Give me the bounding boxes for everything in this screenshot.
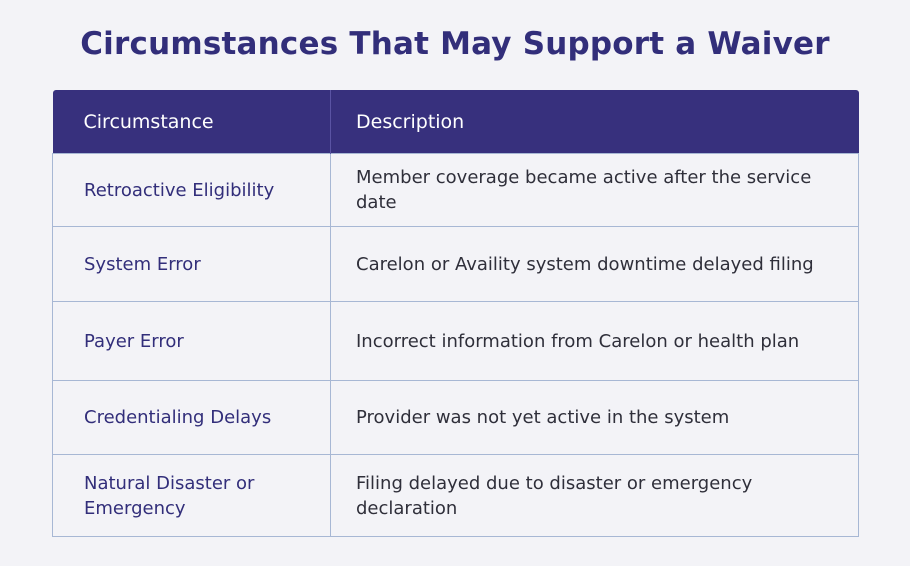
waiver-table-container: Circumstance Description Retroactive Eli…	[52, 90, 859, 537]
table-body: Retroactive Eligibility Member coverage …	[52, 153, 859, 537]
description-cell: Provider was not yet active in the syste…	[330, 380, 859, 455]
description-cell: Filing delayed due to disaster or emerge…	[330, 454, 859, 537]
table-row: Payer Error Incorrect information from C…	[52, 301, 859, 381]
circumstance-cell: Natural Disaster or Emergency	[52, 454, 331, 537]
column-header-description: Description	[330, 90, 859, 154]
table-header: Circumstance Description	[52, 90, 859, 154]
table-row: Retroactive Eligibility Member coverage …	[52, 153, 859, 227]
circumstance-cell: System Error	[52, 226, 331, 302]
description-cell: Carelon or Availity system downtime dela…	[330, 226, 859, 302]
table-row: System Error Carelon or Availity system …	[52, 226, 859, 302]
waiver-circumstances-table: Circumstance Description Retroactive Eli…	[52, 90, 859, 537]
circumstance-cell: Retroactive Eligibility	[52, 153, 331, 227]
description-cell: Incorrect information from Carelon or he…	[330, 301, 859, 381]
description-cell: Member coverage became active after the …	[330, 153, 859, 227]
table-row: Natural Disaster or Emergency Filing del…	[52, 454, 859, 537]
page-title: Circumstances That May Support a Waiver	[80, 26, 830, 62]
column-header-circumstance: Circumstance	[52, 90, 331, 154]
table-header-row: Circumstance Description	[52, 90, 859, 154]
circumstance-cell: Payer Error	[52, 301, 331, 381]
circumstance-cell: Credentialing Delays	[52, 380, 331, 455]
table-row: Credentialing Delays Provider was not ye…	[52, 380, 859, 455]
